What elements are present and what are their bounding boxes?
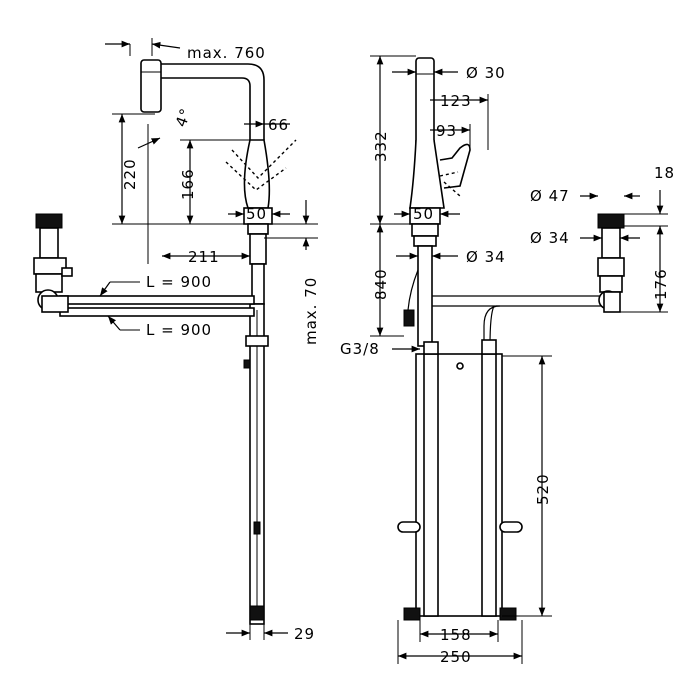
lever-swing-path bbox=[231, 139, 297, 180]
shank bbox=[249, 233, 267, 265]
spout-body bbox=[243, 139, 271, 209]
dim-width-250: 250 bbox=[440, 648, 472, 666]
shank-front bbox=[417, 245, 433, 347]
dim-base-50-right: 50 bbox=[413, 205, 434, 223]
right-view-dimensions: 332 Ø 30 123 93 50 Ø 34 840 G3/8 520 bbox=[340, 55, 675, 666]
dim-height-166: 166 bbox=[179, 168, 197, 200]
dim-base-50-left: 50 bbox=[246, 205, 267, 223]
left-view-faucet bbox=[33, 59, 297, 625]
right-view-faucet bbox=[397, 57, 625, 621]
dim-diam-30: Ø 30 bbox=[466, 64, 506, 82]
left-view-dimensions: max. 760 220 166 4° 66 50 211 max. 70 bbox=[99, 38, 320, 643]
dim-reach-211: 211 bbox=[188, 248, 220, 266]
supply-hose-lower bbox=[59, 307, 255, 317]
dim-thread-g38: G3/8 bbox=[340, 340, 380, 358]
dim-angle: 4° bbox=[172, 105, 195, 129]
dim-max-reach: max. 760 bbox=[187, 44, 266, 62]
dim-height-332: 332 bbox=[372, 130, 390, 162]
dim-hose-l900-upper: L = 900 bbox=[146, 273, 212, 291]
dim-diam-47: Ø 47 bbox=[530, 187, 570, 205]
dim-18: 18 bbox=[654, 164, 675, 182]
supply-hose-upper bbox=[59, 295, 255, 305]
dim-width-158: 158 bbox=[440, 626, 472, 644]
dim-height-520: 520 bbox=[534, 473, 552, 505]
dim-diam-34-center: Ø 34 bbox=[466, 248, 506, 266]
lever-handle bbox=[439, 143, 471, 189]
dim-123: 123 bbox=[440, 92, 472, 110]
dim-diam-34-right: Ø 34 bbox=[530, 229, 570, 247]
dim-height-840: 840 bbox=[372, 268, 390, 300]
valve-cap-left bbox=[35, 213, 63, 229]
dim-bottom-29: 29 bbox=[294, 625, 315, 643]
dim-hose-l900-lower: L = 900 bbox=[146, 321, 212, 339]
bracket-right bbox=[499, 521, 523, 533]
dim-height-176: 176 bbox=[652, 268, 670, 300]
bracket-left bbox=[397, 521, 421, 533]
dim-height-220: 220 bbox=[121, 158, 139, 190]
valve-cap-right bbox=[597, 213, 625, 229]
spray-head bbox=[140, 59, 162, 113]
dim-max-70: max. 70 bbox=[302, 277, 320, 345]
dim-93: 93 bbox=[436, 122, 457, 140]
dim-spout-66: 66 bbox=[268, 116, 289, 134]
